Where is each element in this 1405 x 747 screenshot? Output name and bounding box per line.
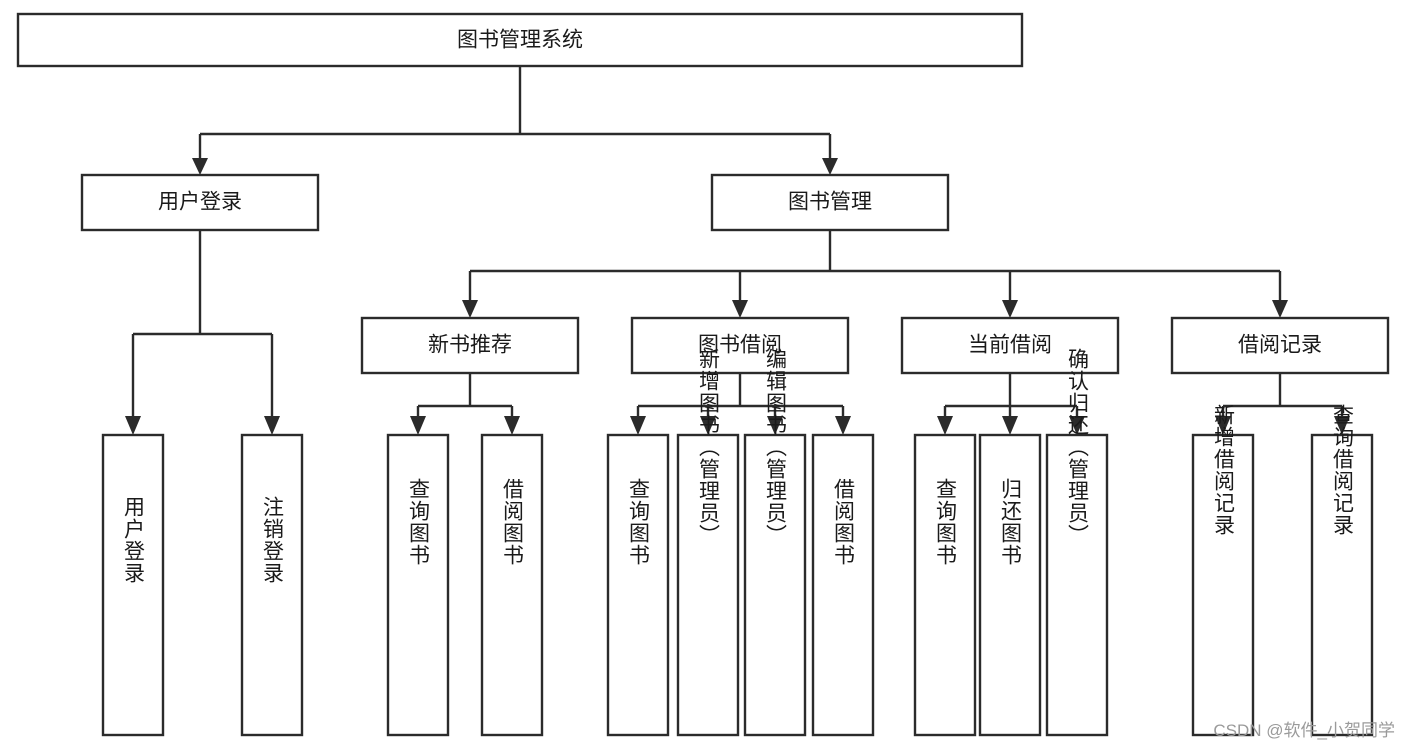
- node-leaf-borrow-book-1-label: 借阅图书: [501, 478, 525, 566]
- arrow-head-borrow-record: [1272, 300, 1288, 318]
- node-leaf-borrow-book-2-label: 借阅图书: [832, 478, 856, 566]
- arrow-head-current-borrow: [1002, 300, 1018, 318]
- connector-group-current-borrow: [937, 373, 1085, 435]
- arrow-head-leaf-user-logout: [264, 416, 280, 435]
- node-leaf-borrow-book-1-box[interactable]: [480, 433, 544, 737]
- node-leaf-query-book-2-label: 查询图书: [627, 478, 651, 566]
- arrow-head-new-book-recommend: [462, 300, 478, 318]
- arrow-head-book-borrow: [732, 300, 748, 318]
- connector-group-borrow-record: [1215, 373, 1350, 435]
- node-leaf-user-logout-box[interactable]: [240, 433, 304, 737]
- node-leaf-add-record-label: 新增借阅记录: [1212, 404, 1236, 536]
- arrow-head-leaf-user-login: [125, 416, 141, 435]
- node-leaf-add-record-box[interactable]: [1191, 433, 1255, 737]
- node-leaf-return-book-label: 归还图书: [999, 478, 1023, 566]
- node-user-login-box[interactable]: [80, 173, 320, 232]
- arrow-head-leaf-add-record: [1215, 416, 1231, 435]
- arrow-head-leaf-query-book-3: [937, 416, 953, 435]
- connector-group-root: [192, 66, 838, 175]
- connector-group-new-book-recommend: [410, 373, 520, 435]
- node-leaf-query-record-box[interactable]: [1310, 433, 1374, 737]
- arrow-head-leaf-query-record: [1334, 416, 1350, 435]
- csdn-watermark: CSDN @软件_小贺同学: [1213, 721, 1395, 740]
- arrow-head-leaf-add-book: [700, 416, 716, 435]
- node-root-system[interactable]: 图书管理系统: [16, 12, 1024, 68]
- node-leaf-query-book-1-box[interactable]: [386, 433, 450, 737]
- connector-group-book-management: [462, 230, 1288, 318]
- node-leaf-add-book-box[interactable]: [676, 433, 740, 737]
- leaf-box-group: [101, 433, 1374, 737]
- arrow-head-user-login: [192, 158, 208, 175]
- node-leaf-query-book-2-box[interactable]: [606, 433, 670, 737]
- node-current-borrow[interactable]: 当前借阅: [900, 316, 1120, 375]
- arrow-head-leaf-borrow-book-2: [835, 416, 851, 435]
- node-book-borrow[interactable]: 图书借阅: [630, 316, 850, 375]
- node-leaf-confirm-return-box[interactable]: [1045, 433, 1109, 737]
- node-book-management-label: 图书管理: [788, 191, 872, 214]
- node-leaf-query-book-1-label: 查询图书: [407, 478, 431, 566]
- node-leaf-edit-book-label: 编辑图书（管理员）: [764, 348, 788, 546]
- node-leaf-add-book-label: 新增图书（管理员）: [697, 348, 721, 546]
- node-new-book-recommend[interactable]: 新书推荐: [360, 316, 580, 375]
- node-current-borrow-box[interactable]: [900, 316, 1120, 375]
- node-book-management-box[interactable]: [710, 173, 950, 232]
- connector-group-book-borrow: [630, 373, 851, 435]
- node-book-borrow-box[interactable]: [630, 316, 850, 375]
- node-leaf-query-book-3-label: 查询图书: [934, 478, 958, 566]
- arrow-head-leaf-edit-book: [767, 416, 783, 435]
- node-leaf-query-book-3-box[interactable]: [913, 433, 977, 737]
- node-leaf-borrow-book-2-box[interactable]: [811, 433, 875, 737]
- node-root-system-label: 图书管理系统: [457, 29, 583, 52]
- node-leaf-user-login-box[interactable]: [101, 433, 165, 737]
- node-user-login[interactable]: 用户登录: [80, 173, 320, 232]
- arrow-head-book-management: [822, 158, 838, 175]
- leaf-label-group: 用户登录 注销登录 查询图书 借阅图书 查询图书 新增图书（管理员） 编辑图书（…: [122, 348, 1355, 584]
- node-leaf-user-login-label: 用户登录: [122, 496, 146, 584]
- node-book-borrow-label: 图书借阅: [698, 334, 782, 357]
- node-leaf-return-book-box[interactable]: [978, 433, 1042, 737]
- node-leaf-user-logout-label: 注销登录: [261, 496, 285, 584]
- node-new-book-recommend-label: 新书推荐: [428, 334, 512, 357]
- node-new-book-recommend-box[interactable]: [360, 316, 580, 375]
- node-borrow-record-box[interactable]: [1170, 316, 1390, 375]
- node-borrow-record-label: 借阅记录: [1238, 334, 1322, 357]
- node-leaf-query-record-label: 查询借阅记录: [1331, 404, 1355, 536]
- connector-group-user-login: [125, 230, 280, 435]
- arrow-head-leaf-query-book-1: [410, 416, 426, 435]
- node-root-system-box[interactable]: [16, 12, 1024, 68]
- node-user-login-label: 用户登录: [158, 191, 242, 214]
- node-borrow-record[interactable]: 借阅记录: [1170, 316, 1390, 375]
- arrow-head-leaf-query-book-2: [630, 416, 646, 435]
- node-leaf-confirm-return-label: 确认归还（管理员）: [1066, 348, 1090, 546]
- node-book-management[interactable]: 图书管理: [710, 173, 950, 232]
- node-leaf-edit-book-box[interactable]: [743, 433, 807, 737]
- arrow-head-leaf-confirm-return: [1069, 416, 1085, 435]
- arrow-head-leaf-return-book: [1002, 416, 1018, 435]
- node-current-borrow-label: 当前借阅: [968, 334, 1052, 357]
- arrow-head-leaf-borrow-book-1: [504, 416, 520, 435]
